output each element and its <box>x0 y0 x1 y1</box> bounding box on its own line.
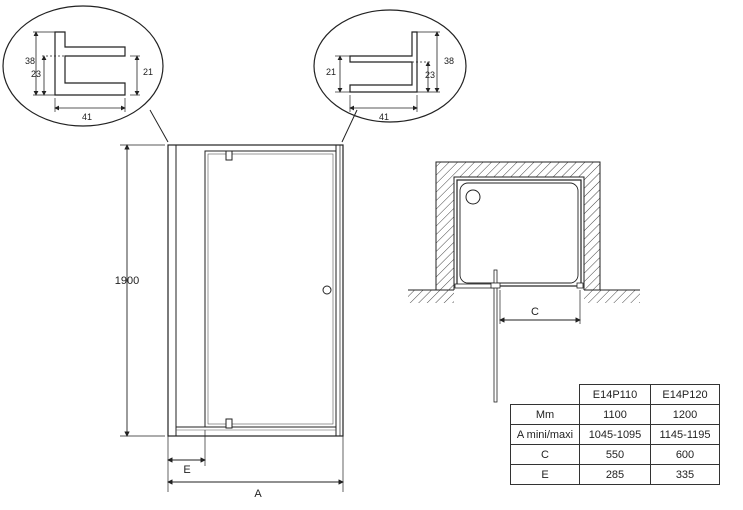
front-elevation: 1900 E A <box>115 144 344 500</box>
row-label: E <box>510 464 580 485</box>
row-label: A mini/maxi <box>510 424 580 445</box>
dim-38-right: 38 <box>444 56 454 66</box>
row-label: Mm <box>510 404 580 425</box>
dim-23-right: 23 <box>425 70 435 80</box>
opening-label: C <box>531 306 539 318</box>
leader-right <box>341 109 358 143</box>
height-label: 1900 <box>115 275 139 287</box>
door-knob <box>322 285 332 295</box>
width-label: A <box>254 488 262 500</box>
row-label: C <box>510 444 580 465</box>
hinge-bottom <box>225 418 233 429</box>
dim-21-right: 21 <box>326 67 336 77</box>
dim-41-left: 41 <box>82 112 92 122</box>
door-open-position <box>493 269 498 403</box>
table-cell: 600 <box>650 444 720 465</box>
table-header-blank <box>510 384 580 405</box>
profile-detail-right: 38 23 21 41 <box>313 9 467 123</box>
dim-23-left: 23 <box>31 69 41 79</box>
table-cell: 1045-1095 <box>579 424 651 445</box>
spec-table: E14P110 E14P120 Mm 1100 1200 A mini/maxi… <box>510 384 720 485</box>
offset-label: E <box>183 464 190 476</box>
dim-41-right: 41 <box>379 112 389 122</box>
column-header-e14p110: E14P110 <box>579 384 651 405</box>
table-cell: 550 <box>579 444 651 465</box>
table-header-row: E14P110 E14P120 <box>510 384 720 405</box>
table-cell: 1145-1195 <box>650 424 720 445</box>
profile-detail-left: 38 23 21 41 <box>2 5 164 127</box>
table-row: A mini/maxi 1045-1095 1145-1195 <box>510 424 720 445</box>
table-cell: 1100 <box>579 404 651 425</box>
plan-view: C <box>408 161 640 403</box>
drain-icon <box>465 189 481 205</box>
table-cell: 335 <box>650 464 720 485</box>
table-row: C 550 600 <box>510 444 720 465</box>
table-row: E 285 335 <box>510 464 720 485</box>
dim-38-left: 38 <box>25 56 35 66</box>
table-cell: 1200 <box>650 404 720 425</box>
column-header-e14p120: E14P120 <box>650 384 720 405</box>
table-cell: 285 <box>579 464 651 485</box>
dim-21-left: 21 <box>143 67 153 77</box>
leader-left <box>149 109 169 143</box>
table-row: Mm 1100 1200 <box>510 404 720 425</box>
hinge-top <box>225 150 233 161</box>
